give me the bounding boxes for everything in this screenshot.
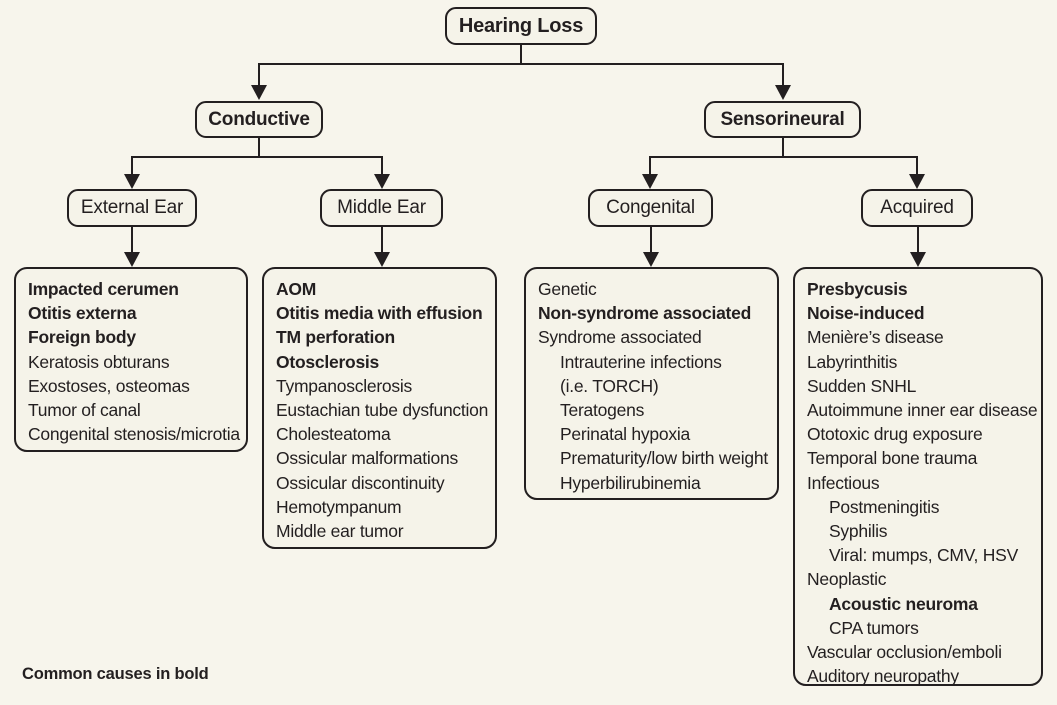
node-hearing-loss: Hearing Loss <box>445 7 597 45</box>
list-item: Prematurity/low birth weight <box>560 448 768 469</box>
list-item: AOM <box>276 279 317 299</box>
list-item: Menière’s disease <box>807 327 944 348</box>
node-conductive: Conductive <box>195 101 323 138</box>
node-hearing-loss-label: Hearing Loss <box>458 14 584 37</box>
list-item: Otitis media with effusion <box>276 303 483 324</box>
list-item: Ossicular discontinuity <box>276 472 445 493</box>
node-middle-ear: Middle Ear <box>320 189 443 227</box>
list-item: Intrauterine infections <box>560 351 722 372</box>
list-item: Viral: mumps, CMV, HSV <box>829 545 1018 566</box>
node-external-ear-label: External Ear <box>80 197 184 218</box>
footnote: Common causes in bold <box>22 665 209 683</box>
list-item: Postmeningitis <box>829 496 940 517</box>
list-item: Cholesteatoma <box>276 424 391 445</box>
node-congenital-label: Congenital <box>606 197 695 218</box>
list-item: Neoplastic <box>807 569 887 590</box>
node-acquired-label: Acquired <box>880 197 954 218</box>
node-external-ear: External Ear <box>67 189 197 227</box>
list-item: Labyrinthitis <box>807 351 898 372</box>
list-item: (i.e. TORCH) <box>560 375 659 396</box>
list-item: Syphilis <box>829 521 888 542</box>
list-item: Non-syndrome associated <box>538 303 752 324</box>
list-item: Congenital stenosis/microtia <box>28 424 240 445</box>
list-item: Hemotympanum <box>276 496 402 517</box>
list-item: TM perforation <box>276 327 395 348</box>
node-sensorineural-label: Sensorineural <box>720 108 845 130</box>
list-item: Genetic <box>538 279 597 299</box>
node-middle-ear-label: Middle Ear <box>337 197 426 218</box>
middle-ear-causes-list: AOM Otitis media with effusion TM perforat… <box>262 267 497 549</box>
list-item: Eustachian tube dysfunction <box>276 400 489 421</box>
list-item: Impacted cerumen <box>28 279 179 299</box>
node-congenital: Congenital <box>588 189 713 227</box>
tree-branch-lines <box>131 45 919 255</box>
list-item: CPA tumors <box>829 617 919 638</box>
list-item: Exostoses, osteomas <box>28 375 190 396</box>
list-item: Hyperbilirubinemia <box>560 472 701 493</box>
list-item: Tumor of canal <box>28 400 141 421</box>
list-item: Tympanosclerosis <box>276 375 413 396</box>
list-item: Perinatal hypoxia <box>560 424 690 445</box>
list-item: Vascular occlusion/emboli <box>807 642 1002 663</box>
list-item: Keratosis obturans <box>28 351 170 372</box>
list-item: Auditory neuropathy <box>807 666 959 687</box>
list-item: Presbycusis <box>807 279 908 299</box>
list-item: Otitis externa <box>28 303 137 324</box>
list-item: Ossicular malformations <box>276 448 458 469</box>
list-item: Acoustic neuroma <box>829 593 978 614</box>
node-conductive-label: Conductive <box>208 108 310 130</box>
list-item: Ototoxic drug exposure <box>807 424 983 445</box>
list-item: Middle ear tumor <box>276 521 404 542</box>
list-item: Autoimmune inner ear disease <box>807 400 1038 421</box>
list-item: Temporal bone trauma <box>807 448 978 469</box>
list-item: Otosclerosis <box>276 351 380 372</box>
list-item: Sudden SNHL <box>807 375 917 396</box>
list-item: Foreign body <box>28 327 136 348</box>
list-item: Infectious <box>807 472 880 493</box>
node-sensorineural: Sensorineural <box>704 101 861 138</box>
list-item: Teratogens <box>560 400 645 421</box>
list-item: Syndrome associated <box>538 327 702 348</box>
node-acquired: Acquired <box>861 189 973 227</box>
list-item: Noise-induced <box>807 303 925 324</box>
